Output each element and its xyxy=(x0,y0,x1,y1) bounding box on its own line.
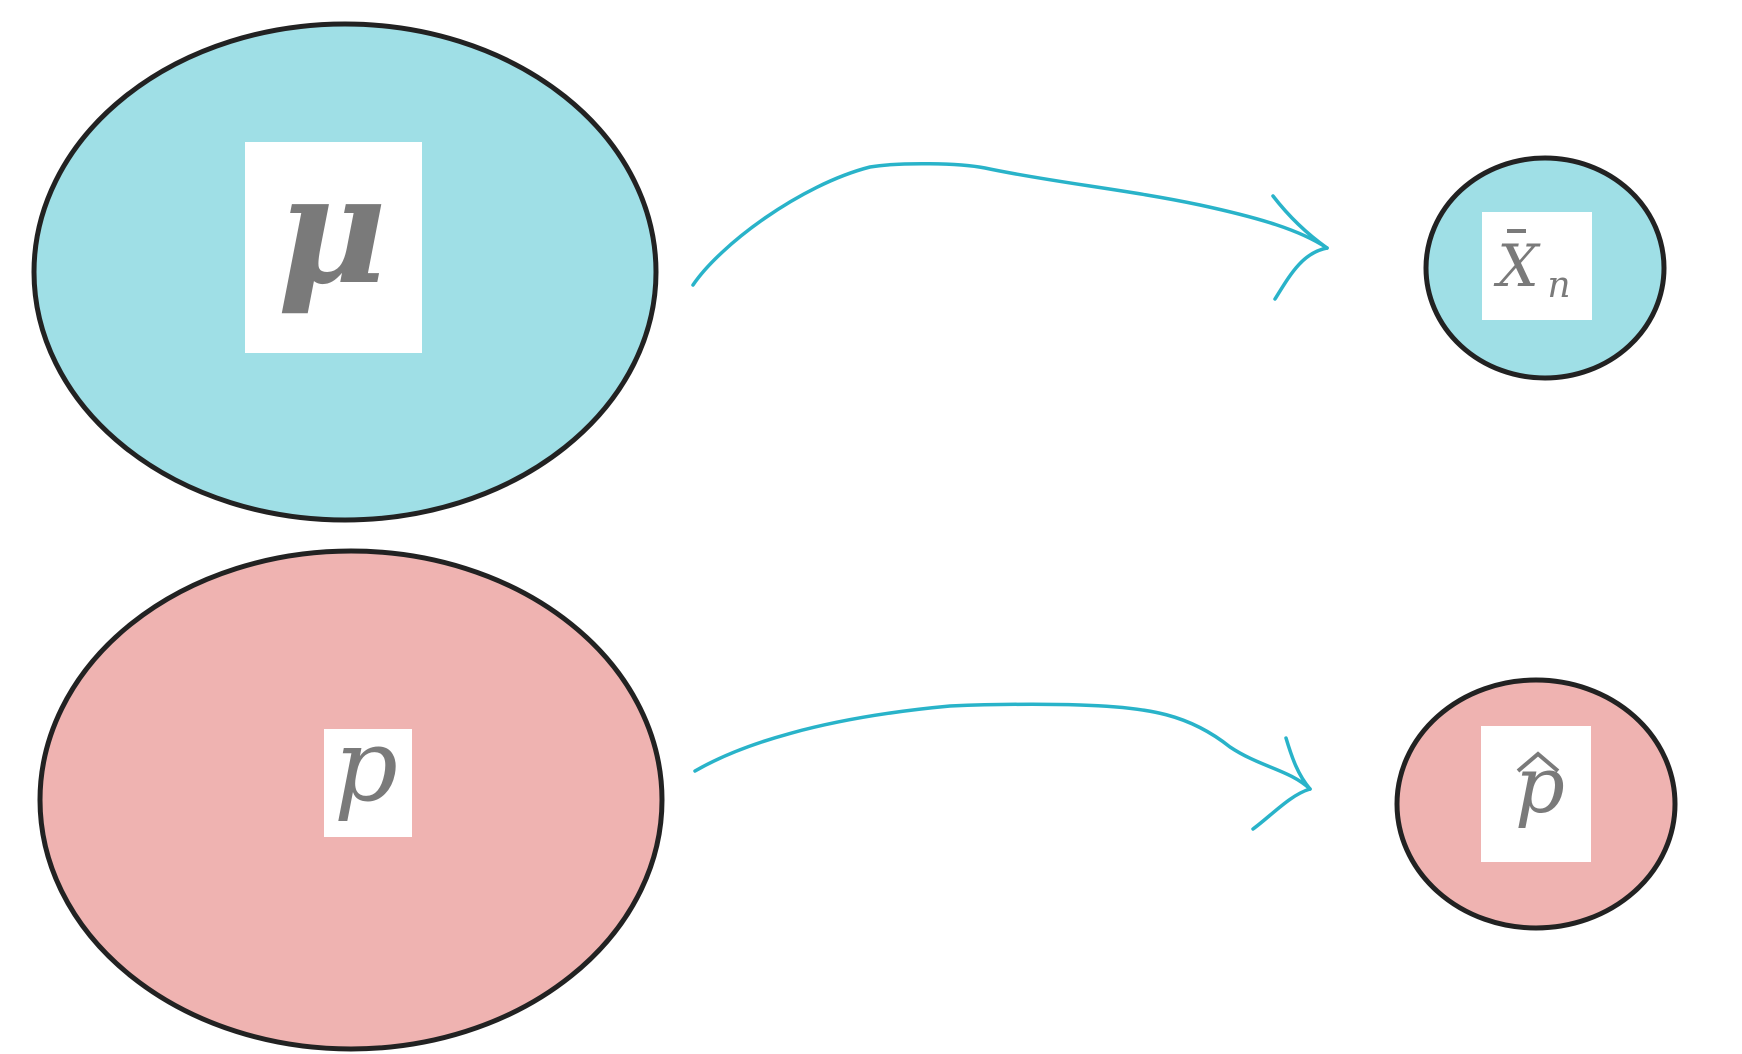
sample-mean-label-box xyxy=(1482,212,1592,320)
proportion-arrow-shaft xyxy=(693,702,1312,791)
sample-proportion-label-box xyxy=(1481,726,1591,862)
sample-proportion-symbol: p xyxy=(1515,741,1565,831)
population-mean-label-box xyxy=(245,142,422,353)
mean-arrow-shaft xyxy=(691,161,1329,287)
population-mean-symbol: μ xyxy=(277,142,387,318)
population-proportion-node: p xyxy=(37,548,665,1052)
population-proportion-label-box xyxy=(324,729,412,837)
proportion-arrow-head-upper xyxy=(1284,736,1312,791)
sample-mean-node: X n xyxy=(1423,155,1667,381)
mean-estimation-arrow xyxy=(691,161,1329,301)
population-proportion-symbol: p xyxy=(334,707,398,824)
sample-mean-subscript: n xyxy=(1547,265,1570,306)
sample-mean-symbol: X xyxy=(1493,232,1541,300)
proportion-arrow-head-lower xyxy=(1251,787,1312,831)
mean-arrow-head-lower xyxy=(1273,246,1329,301)
mean-arrow-head-upper xyxy=(1271,194,1329,250)
proportion-estimation-arrow xyxy=(693,702,1312,831)
sample-proportion-hat-accent xyxy=(1516,751,1560,773)
sample-proportion-node: p xyxy=(1394,677,1678,931)
population-mean-node: μ xyxy=(31,21,659,523)
